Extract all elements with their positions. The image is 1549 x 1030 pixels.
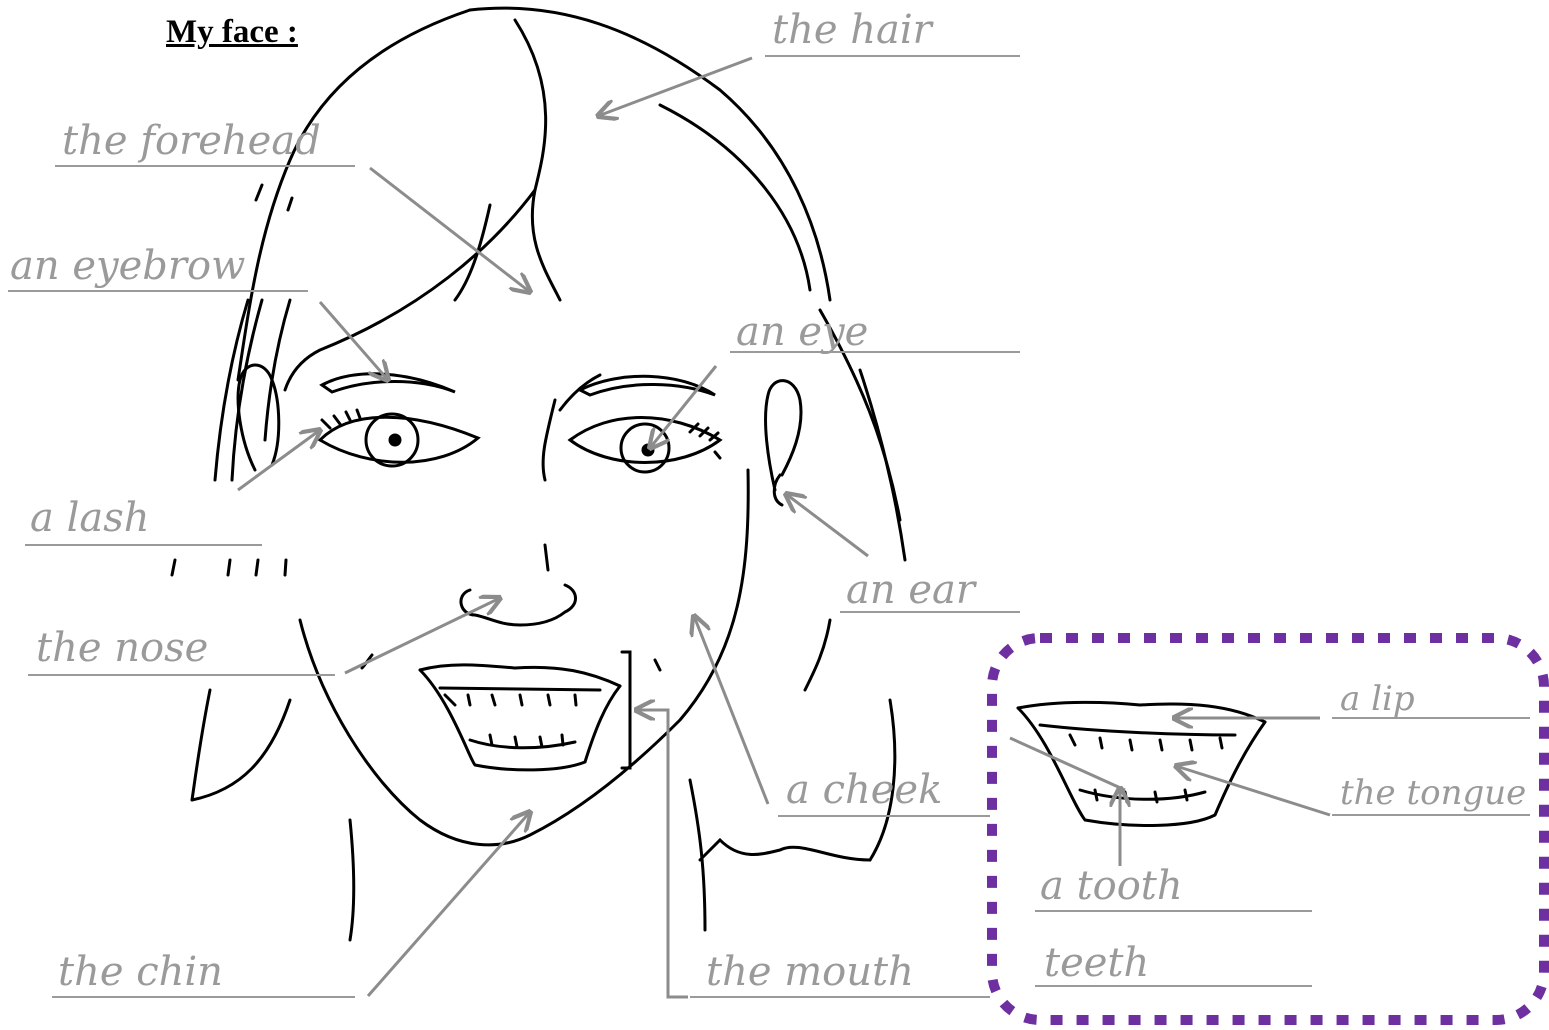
inset-mouth — [1018, 702, 1265, 825]
nose — [461, 545, 576, 625]
arrow-ear — [786, 494, 868, 556]
label-forehead: the forehead — [62, 121, 321, 161]
label-mouth: the mouth — [706, 952, 914, 992]
label-eye: an eye — [736, 312, 868, 352]
arrow-nose — [345, 598, 500, 673]
arrow-chin — [368, 812, 530, 996]
label-lip: a lip — [1340, 682, 1415, 716]
label-chin: the chin — [58, 952, 223, 992]
worksheet-title: My face : — [166, 14, 298, 51]
label-tongue: the tongue — [1340, 776, 1526, 810]
label-hair: the hair — [772, 10, 932, 50]
label-eyebrow: an eyebrow — [10, 246, 245, 286]
label-nose: the nose — [36, 628, 208, 668]
eyes — [320, 410, 720, 472]
pointer-arrows — [238, 58, 1330, 997]
label-ear: an ear — [846, 570, 975, 610]
label-lash: a lash — [30, 498, 150, 538]
label-cheek: a cheek — [786, 770, 942, 810]
label-tooth: a tooth — [1040, 866, 1183, 906]
mouth — [420, 652, 660, 770]
arrow-eyebrow — [320, 302, 388, 380]
arrow-forehead — [370, 168, 530, 292]
arrow-teeth-connector — [1010, 738, 1125, 790]
arrow-cheek — [694, 616, 768, 804]
eyebrows — [322, 374, 715, 395]
arrow-hair — [598, 58, 752, 116]
ruled-lines — [8, 56, 1530, 997]
arrow-tongue — [1176, 766, 1330, 815]
label-teeth: teeth — [1044, 943, 1149, 983]
